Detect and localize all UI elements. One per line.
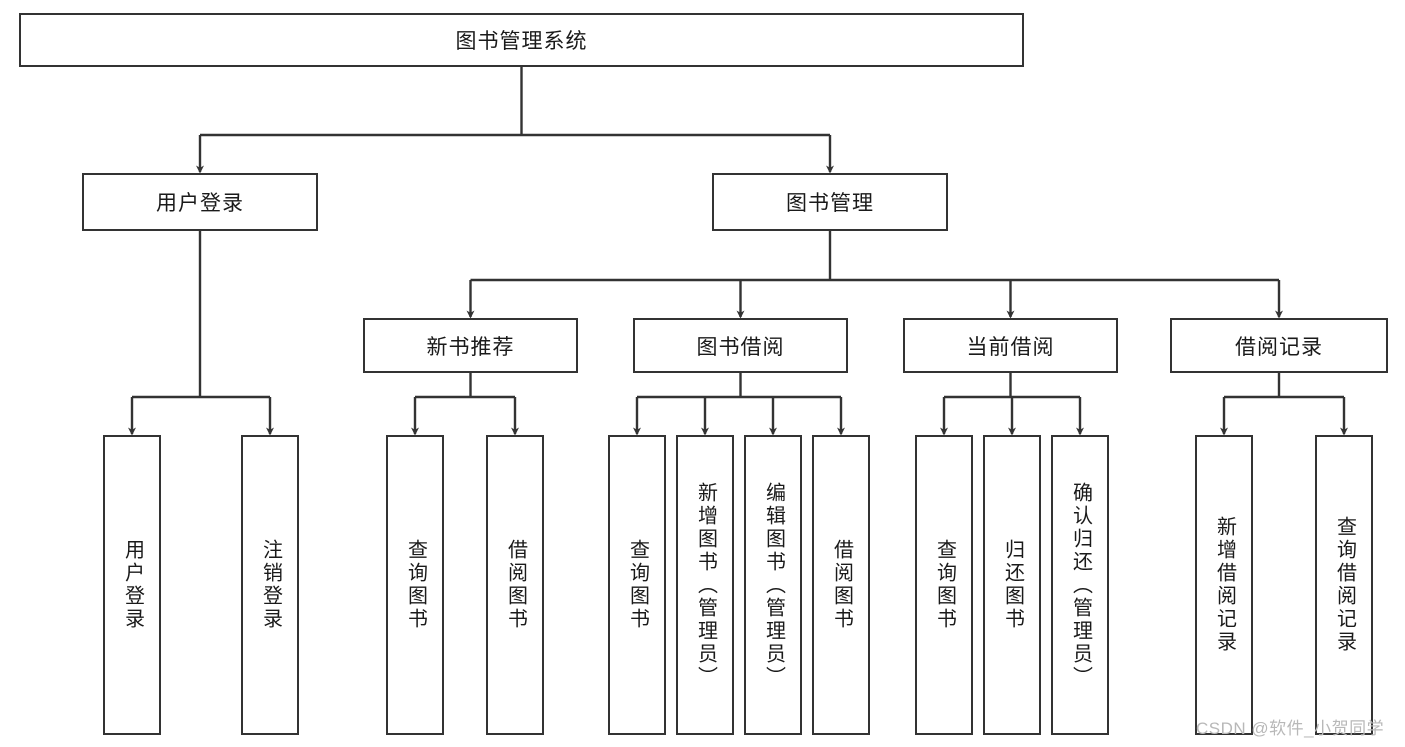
node-l-add[interactable]: 新增图书（管理员）: [676, 435, 734, 735]
node-label-newbook: 新书推荐: [426, 335, 515, 359]
node-label-l-query3: 查询图书: [933, 539, 956, 631]
node-records[interactable]: 借阅记录: [1170, 318, 1388, 373]
node-label-l-login: 用户登录: [121, 539, 144, 631]
node-label-records: 借阅记录: [1235, 335, 1323, 359]
node-borrow[interactable]: 图书借阅: [633, 318, 848, 373]
node-l-query3[interactable]: 查询图书: [915, 435, 973, 735]
edge-paths: [128, 67, 1348, 436]
csdn-watermark: CSDN @软件_小贺同学: [1196, 719, 1385, 738]
node-label-bookmgmt: 图书管理: [786, 192, 874, 215]
node-newbook[interactable]: 新书推荐: [363, 318, 578, 373]
node-label-l-queryrec: 查询借阅记录: [1333, 516, 1356, 654]
node-label-l-confirm: 确认归还（管理员）: [1069, 481, 1092, 689]
node-l-queryrec[interactable]: 查询借阅记录: [1315, 435, 1373, 735]
node-label-l-borrow1: 借阅图书: [504, 539, 527, 631]
node-label-l-query1: 查询图书: [404, 539, 427, 631]
node-label-borrow: 图书借阅: [696, 335, 785, 359]
node-l-query1[interactable]: 查询图书: [386, 435, 444, 735]
node-login[interactable]: 用户登录: [82, 173, 318, 231]
node-l-login[interactable]: 用户登录: [103, 435, 161, 735]
node-l-borrow1[interactable]: 借阅图书: [486, 435, 544, 735]
node-l-query2[interactable]: 查询图书: [608, 435, 666, 735]
node-label-login: 用户登录: [156, 192, 244, 215]
node-root[interactable]: 图书管理系统: [19, 13, 1024, 67]
node-l-confirm[interactable]: 确认归还（管理员）: [1051, 435, 1109, 735]
node-label-current: 当前借阅: [966, 335, 1055, 359]
node-label-l-query2: 查询图书: [626, 539, 649, 631]
node-l-addrec[interactable]: 新增借阅记录: [1195, 435, 1253, 735]
node-label-root: 图书管理系统: [455, 30, 588, 53]
node-label-l-logout: 注销登录: [259, 539, 282, 631]
node-l-borrow2[interactable]: 借阅图书: [812, 435, 870, 735]
node-label-l-return: 归还图书: [1001, 539, 1024, 631]
node-label-l-borrow2: 借阅图书: [830, 539, 853, 631]
node-l-logout[interactable]: 注销登录: [241, 435, 299, 735]
node-label-l-addrec: 新增借阅记录: [1213, 516, 1236, 654]
node-l-return[interactable]: 归还图书: [983, 435, 1041, 735]
node-current[interactable]: 当前借阅: [903, 318, 1118, 373]
node-bookmgmt[interactable]: 图书管理: [712, 173, 948, 231]
node-label-l-edit: 编辑图书（管理员）: [762, 481, 785, 689]
node-label-l-add: 新增图书（管理员）: [694, 481, 717, 689]
node-l-edit[interactable]: 编辑图书（管理员）: [744, 435, 802, 735]
